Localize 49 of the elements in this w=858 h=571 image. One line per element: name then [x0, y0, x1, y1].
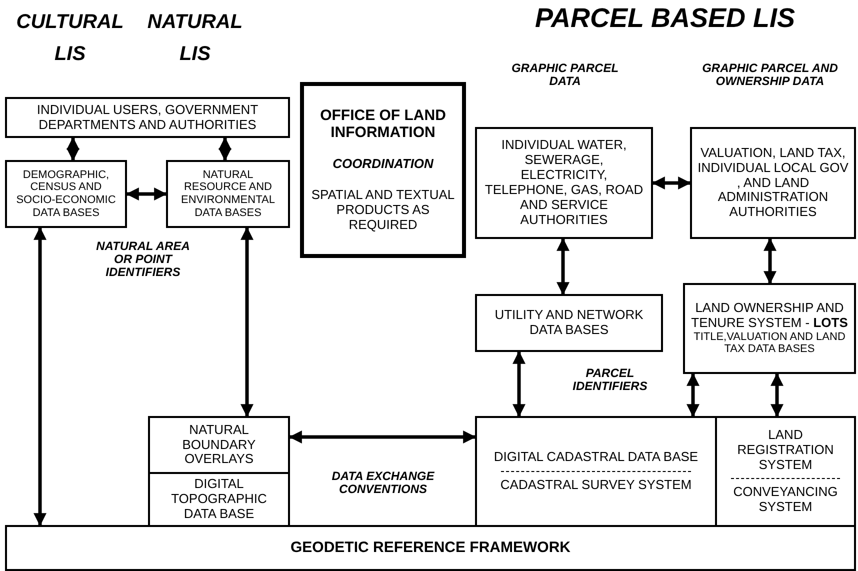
node-text: TITLE,VALUATION AND LAND TAX DATA BASES: [692, 330, 846, 356]
process-box: [715, 416, 856, 527]
node-text: UTILITY AND NETWORK DATA BASES: [494, 308, 644, 338]
double-arrow: [288, 430, 476, 444]
double-arrow: [686, 372, 700, 418]
double-arrow: [66, 136, 80, 162]
process-box: [475, 294, 663, 352]
node-text: CONVEYANCING SYSTEM: [732, 485, 839, 516]
double-arrow: [34, 226, 46, 526]
double-arrow: [512, 350, 526, 418]
process-box: [5, 97, 290, 138]
double-arrow: [218, 136, 232, 162]
double-arrow: [240, 226, 254, 418]
section-label: GRAPHIC PARCEL AND OWNERSHIP DATA: [701, 62, 839, 88]
node-text: GEODETIC REFERENCE FRAMEWORK: [289, 539, 572, 557]
node-text: INDIVIDUAL WATER, SEWERAGE, ELECTRICITY, TELEPHONE, GAS, ROAD AND SERVICE AUTHORITIES: [484, 138, 644, 228]
node-text: VALUATION, LAND TAX, INDIVIDUAL LOCAL GOV , AND LAND ADMINISTRATION AUTHORITIES: [696, 146, 850, 220]
double-arrow: [770, 372, 784, 418]
node-text: LAND REGISTRATION SYSTEM: [736, 428, 835, 472]
node-text: SPATIAL AND TEXTUAL PRODUCTS AS REQUIRED: [310, 188, 456, 234]
node-text: DIGITAL TOPOGRAPHIC DATA BASE: [170, 477, 268, 522]
section-label: GRAPHIC PARCEL DATA: [510, 62, 620, 88]
framework-band: [5, 525, 856, 571]
section-label: PARCEL IDENTIFIERS: [572, 367, 648, 394]
node-text: INDIVIDUAL USERS, GOVERNMENT DEPARTMENTS AND AUTHORITIES: [36, 102, 260, 132]
office-box: [300, 82, 466, 258]
node-text: DIGITAL CADASTRAL DATA BASE: [492, 450, 700, 465]
double-arrow: [764, 238, 776, 284]
process-box: [475, 127, 653, 239]
node-text: NATURAL BOUNDARY OVERLAYS: [181, 422, 257, 468]
process-box: [148, 416, 290, 474]
process-box: [683, 283, 856, 374]
process-box: [690, 127, 856, 239]
node-text: COORDINATION: [332, 157, 434, 172]
node-text: LAND OWNERSHIP AND TENURE SYSTEM - LOTS: [690, 300, 849, 331]
process-box: [475, 416, 717, 527]
node-text: CADASTRAL SURVEY SYSTEM: [499, 478, 693, 493]
node-text: OFFICE OF LAND INFORMATION: [319, 106, 447, 142]
double-arrow: [556, 238, 570, 296]
double-arrow: [126, 188, 168, 200]
process-box: [5, 160, 127, 228]
process-box: [148, 472, 290, 527]
section-heading: NATURAL LIS: [146, 10, 244, 67]
node-text: DEMOGRAPHIC, CENSUS AND SOCIO-ECONOMIC DATA BASES: [15, 168, 117, 220]
node-text: NATURAL RESOURCE AND ENVIRONMENTAL DATA BASES: [180, 168, 276, 220]
double-arrow: [652, 176, 692, 190]
process-box: [166, 160, 290, 228]
section-heading: CULTURAL LIS: [15, 10, 125, 67]
section-heading: PARCEL BASED LIS: [534, 4, 796, 34]
